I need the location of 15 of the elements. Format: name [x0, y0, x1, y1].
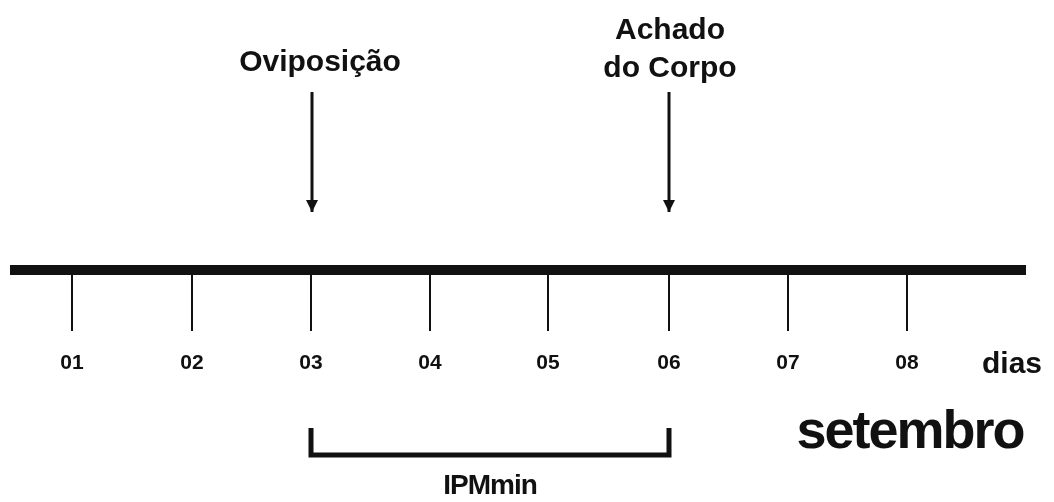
tick-label: 02: [179, 349, 205, 375]
tick-label: 01: [59, 349, 85, 375]
month-label: setembro: [795, 398, 1025, 461]
arrow: [663, 92, 675, 212]
tick-label: 03: [298, 349, 324, 375]
tick-label: 07: [775, 349, 801, 375]
event-label: Achado do Corpo: [595, 10, 745, 86]
arrow: [306, 92, 318, 212]
event-label: Oviposição: [210, 42, 430, 80]
tick-label: 05: [535, 349, 561, 375]
interval-label: IPMmin: [442, 468, 538, 502]
tick-label: 04: [417, 349, 443, 375]
tick-label: 06: [656, 349, 682, 375]
unit-label: dias: [981, 345, 1043, 381]
tick-label: 08: [894, 349, 920, 375]
